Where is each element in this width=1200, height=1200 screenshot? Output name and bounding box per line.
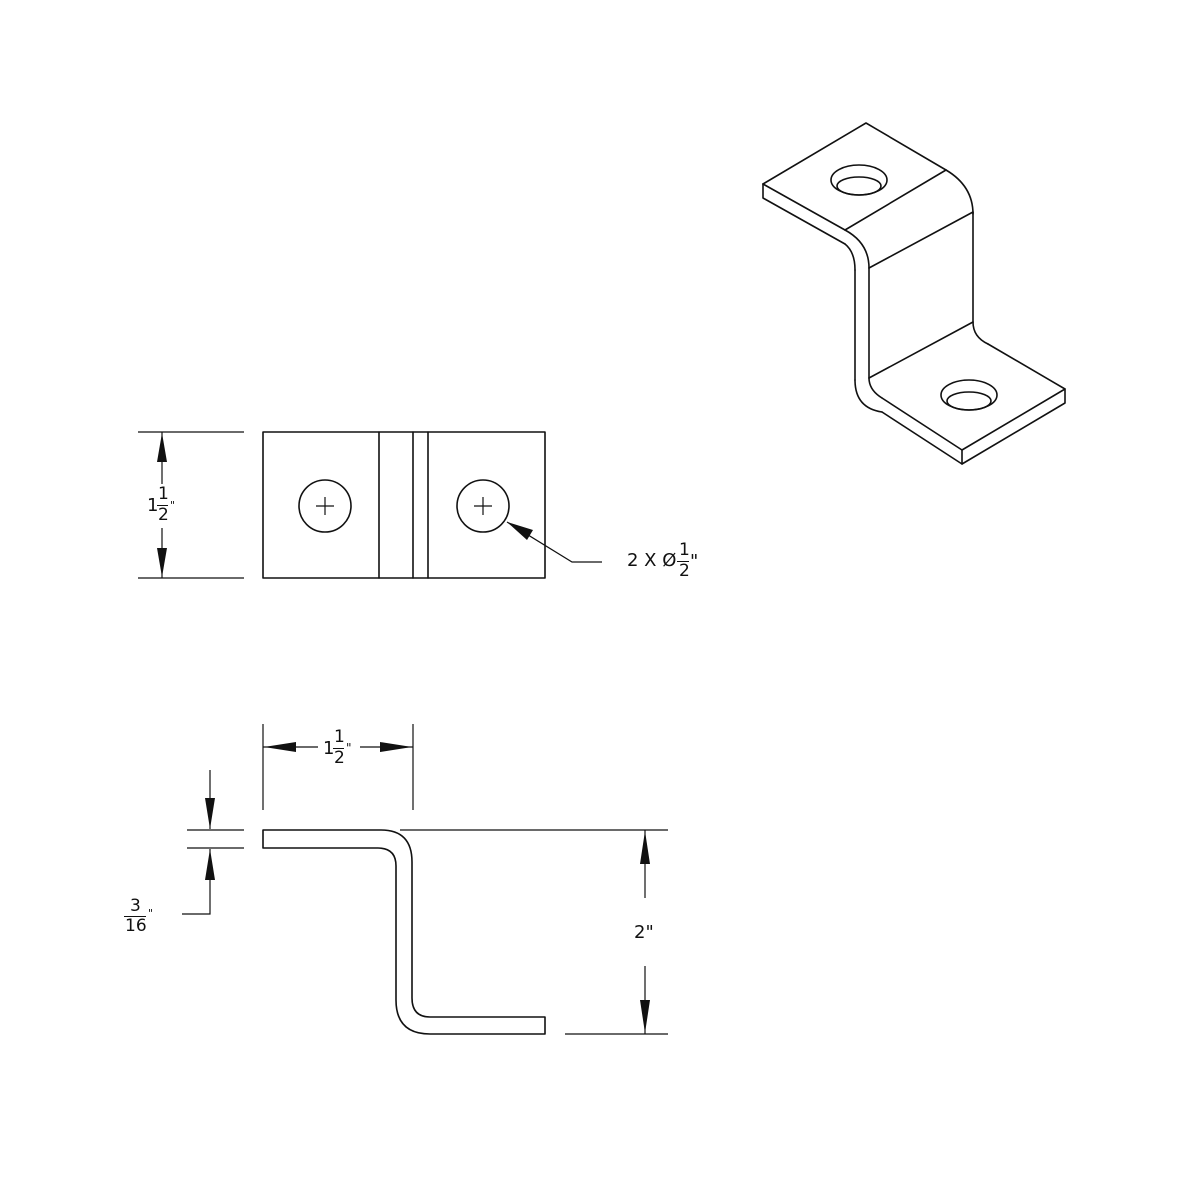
fraction-bar [157, 505, 168, 507]
dim-unit: " [148, 907, 154, 920]
side-view [182, 724, 668, 1035]
arrow-left [264, 742, 296, 752]
dim-numerator: 1 [679, 540, 690, 560]
hole-right [456, 479, 510, 533]
arrow-down-height [640, 1000, 650, 1033]
arrow-down [157, 548, 167, 577]
dim-numerator: 1 [334, 727, 345, 747]
arrow-up-thickness [205, 849, 215, 880]
leader-arrow [507, 522, 533, 540]
top-view [138, 431, 602, 579]
fraction-bar [677, 561, 689, 563]
dim-denominator: 2 [334, 748, 345, 768]
dim-whole: 1 [323, 738, 335, 759]
fraction-bar [124, 916, 146, 918]
dim-unit: " [170, 499, 176, 512]
dim-denominator: 2 [679, 561, 690, 581]
dim-unit: " [346, 741, 352, 755]
dim-unit: " [690, 551, 699, 572]
dim-numerator: 1 [158, 484, 169, 504]
dim-denominator: 2 [158, 505, 169, 525]
dim-denominator: 16 [125, 916, 147, 936]
arrow-up [157, 433, 167, 462]
fraction-bar [333, 748, 344, 750]
isometric-view [762, 122, 1066, 465]
dim-total-height: 2" [634, 922, 654, 943]
dim-numerator: 3 [130, 896, 141, 916]
arrow-down-thickness [205, 798, 215, 829]
dim-whole: 1 [147, 495, 159, 516]
hole-left [298, 479, 352, 533]
arrow-up-height [640, 831, 650, 864]
dim-prefix: 2 X Ø [627, 550, 677, 571]
arrow-right [380, 742, 412, 752]
